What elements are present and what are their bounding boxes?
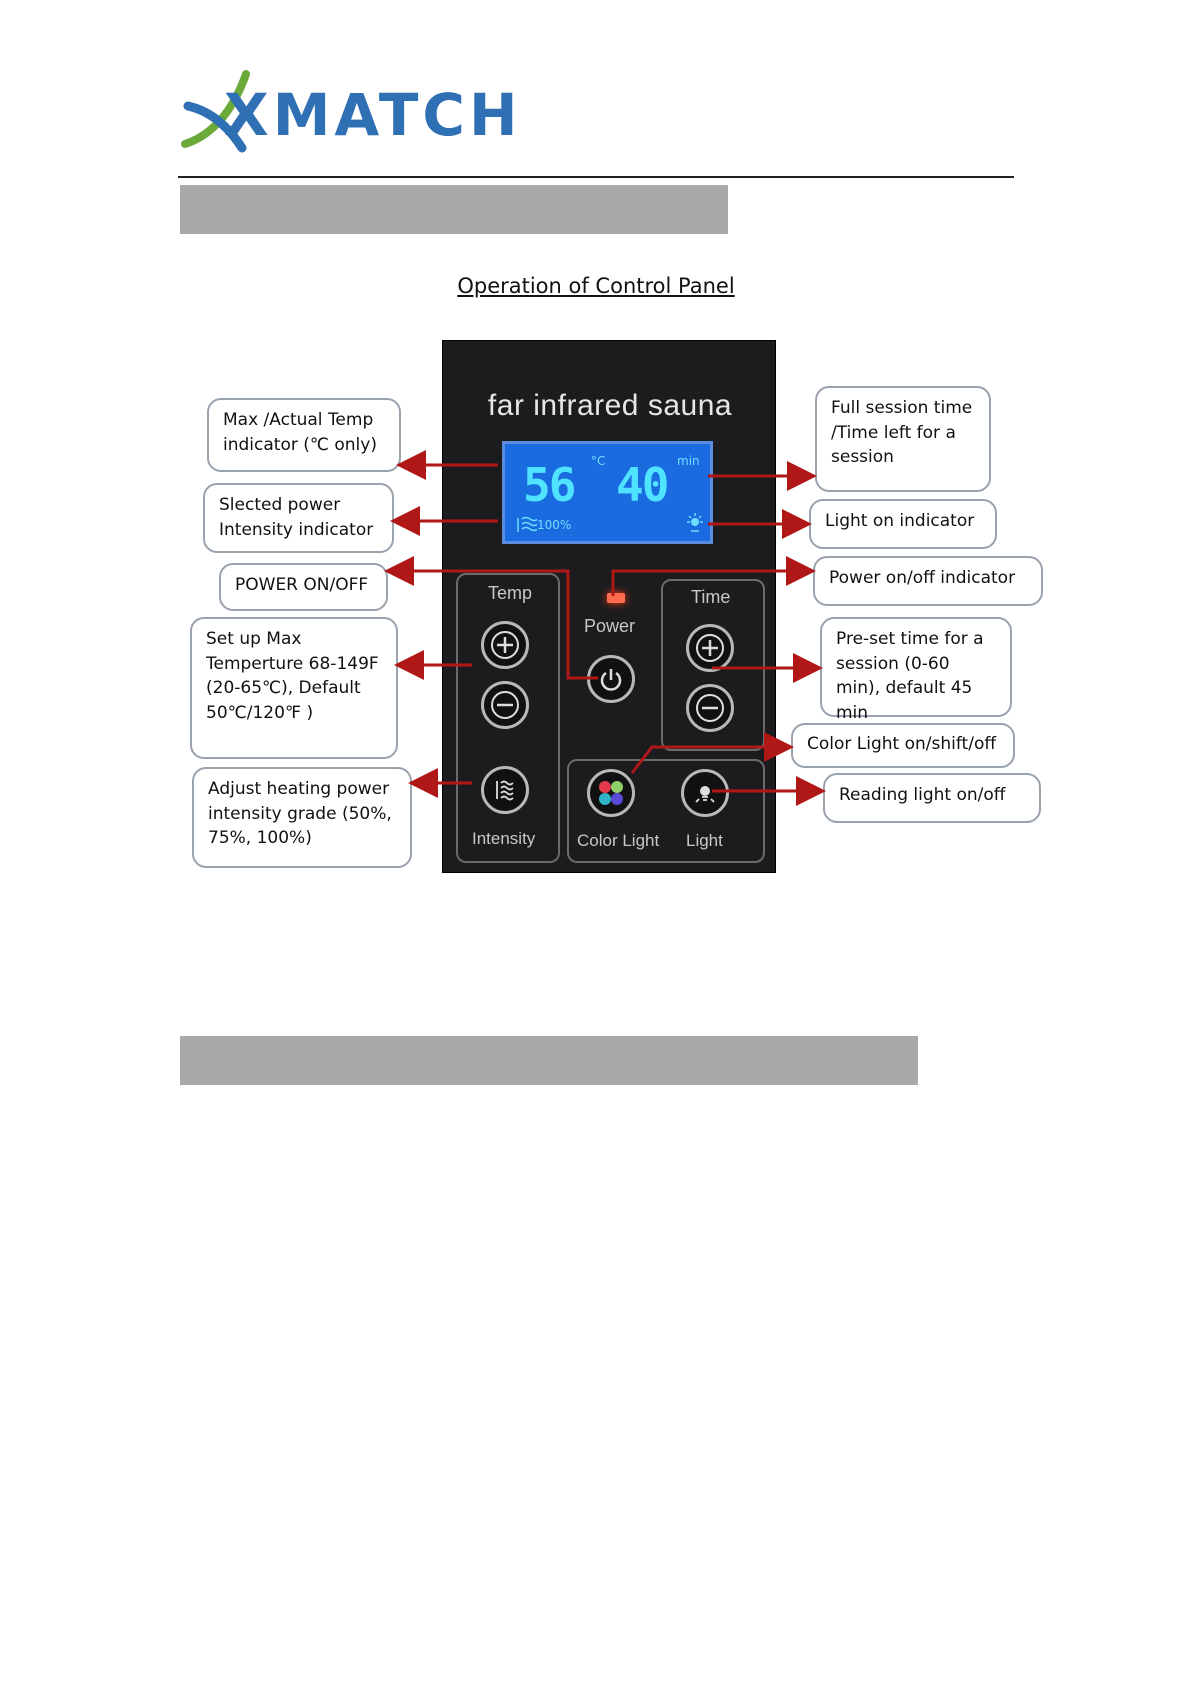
temp-plus-button[interactable] [481,621,529,669]
callout-light-on-indicator: Light on indicator [809,499,997,549]
arrow-power-on-off [384,556,598,680]
bulb-icon [695,786,715,803]
intensity-button[interactable] [481,766,529,814]
callout-set-max-temp: Set up Max Temperture 68-149F (20-65℃), … [190,617,398,759]
temp-minus-button[interactable] [481,681,529,729]
power-led [607,593,625,603]
callout-preset-time: Pre-set time for a session (0-60 min), d… [820,617,1012,723]
logo-text: XMATCH [224,81,522,149]
lcd-temp-unit: °C [591,454,606,468]
color-dots-icon [599,781,623,805]
temp-group [456,573,560,863]
callout-power-on-off: POWER ON/OFF [219,563,388,611]
temp-label: Temp [488,583,533,603]
logo-swoosh-icon [181,70,250,153]
panel-brand: far infrared sauna [487,389,733,422]
heat-waves-icon [496,780,514,801]
minus-icon [696,694,724,722]
logo: XMATCH [180,66,560,156]
page-title: Operation of Control Panel [0,274,1192,298]
time-plus-button[interactable] [686,624,734,672]
heat-waves-icon [517,516,537,532]
callout-adjust-heating: Adjust heating power intensity grade (50… [192,767,412,868]
header-rule [178,176,1014,178]
arrow-color-light [630,732,794,774]
time-minus-button[interactable] [686,684,734,732]
section-bar [180,185,728,234]
page-title-text: Operation of Control Panel [457,274,735,298]
color-light-label: Color Light [577,831,660,850]
arrow-power-indicator [611,556,816,596]
lcd-time-value: 40 [616,458,669,512]
callout-reading-light: Reading light on/off [823,773,1041,823]
callout-power-indicator: Power on/off indicator [813,556,1043,606]
control-panel: far infrared sauna 56 °C 40 min 100% Tem… [442,340,776,873]
callout-max-actual-temp: Max /Actual Temp indicator (℃ only) [207,398,401,472]
lcd-temp-value: 56 [523,458,576,512]
power-label: Power [584,616,636,636]
minus-icon [491,691,519,719]
light-label: Light [686,831,723,850]
lcd-intensity-readout: 100% [537,518,572,532]
plus-icon [696,634,724,662]
callout-power-intensity-indicator: Slected power Intensity indicator [203,483,394,553]
callout-color-light: Color Light on/shift/off [791,723,1015,768]
reading-light-button[interactable] [681,769,729,817]
color-light-button[interactable] [587,769,635,817]
time-label: Time [691,587,731,607]
lcd-display: 56 °C 40 min 100% [502,441,713,544]
lcd-time-unit: min [677,454,700,468]
light-on-icon [687,513,703,532]
plus-icon [491,631,519,659]
light-group [567,759,765,863]
power-icon [600,669,622,691]
intensity-label: Intensity [472,829,536,848]
callout-full-session-time: Full session time /Time left for a sessi… [815,386,991,492]
section-bar-2 [180,1036,918,1085]
time-group [661,579,765,751]
